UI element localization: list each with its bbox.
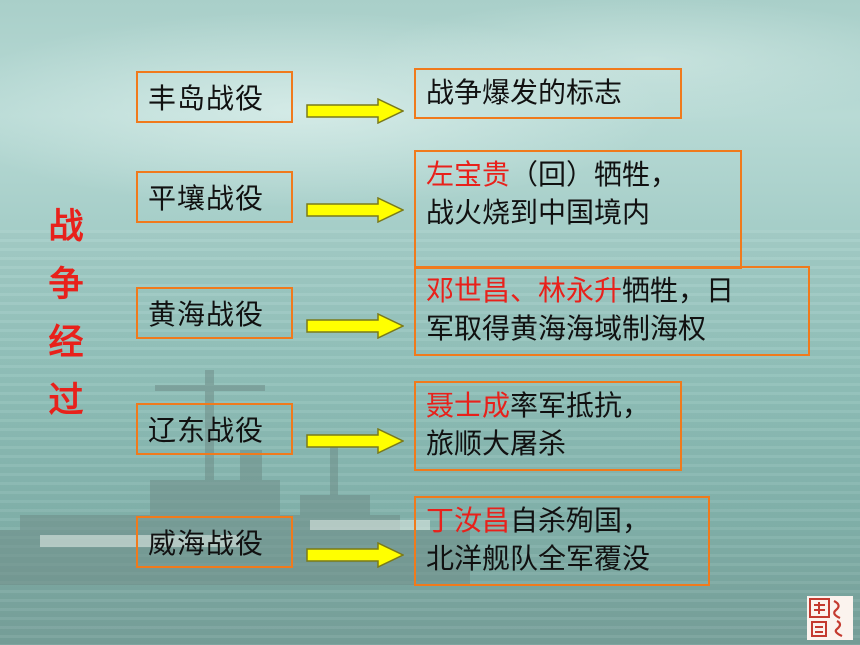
result-line-1: 聂士成率军抵抗，: [426, 387, 670, 425]
vertical-title: 战 争 经 过: [38, 198, 94, 430]
title-char-4: 过: [48, 381, 84, 421]
battle-name: 黄海战役: [148, 298, 265, 331]
arrow-right-icon: [306, 313, 404, 339]
result-text: 率军抵抗，: [510, 389, 651, 422]
result-box-yellow-sea: 邓世昌、林永升牺牲，日 军取得黄海海域制海权: [414, 266, 810, 356]
result-box-liaodong: 聂士成率军抵抗， 旅顺大屠杀: [414, 381, 682, 471]
result-line-1: 丁汝昌自杀殉国，: [426, 502, 698, 540]
battle-name: 威海战役: [148, 527, 265, 560]
battle-box-pyongyang: 平壤战役: [136, 171, 293, 223]
battle-name: 丰岛战役: [148, 82, 265, 115]
highlight-name: 邓世昌、林永升: [426, 274, 623, 307]
battle-box-liaodong: 辽东战役: [136, 403, 293, 455]
battle-box-weihaiwei: 威海战役: [136, 516, 293, 568]
result-box-pungdo: 战争爆发的标志: [414, 68, 682, 119]
battle-name: 平壤战役: [148, 182, 265, 215]
result-line-1: 邓世昌、林永升牺牲，日: [426, 272, 798, 310]
result-text: （回）牺牲，: [510, 158, 679, 191]
result-line-1: 战争爆发的标志: [426, 74, 670, 112]
battle-box-pungdo: 丰岛战役: [136, 71, 293, 123]
result-text: 战争爆发的标志: [426, 76, 623, 109]
arrow-right-icon: [306, 98, 404, 124]
title-char-3: 经: [48, 323, 84, 363]
result-text: 自杀殉国，: [510, 504, 651, 537]
result-box-weihaiwei: 丁汝昌自杀殉国， 北洋舰队全军覆没: [414, 496, 710, 586]
battle-name: 辽东战役: [148, 414, 265, 447]
arrow-right-icon: [306, 542, 404, 568]
title-char-1: 战: [48, 207, 84, 247]
highlight-name: 丁汝昌: [426, 504, 511, 537]
title-char-2: 争: [48, 265, 84, 305]
result-line-2: 军取得黄海海域制海权: [426, 312, 707, 345]
result-text: 牺牲，日: [622, 274, 735, 307]
result-line-2: 北洋舰队全军覆没: [426, 542, 651, 575]
arrow-right-icon: [306, 197, 404, 223]
result-line-2: 战火烧到中国境内: [426, 196, 651, 229]
battle-box-yellow-sea: 黄海战役: [136, 287, 293, 339]
highlight-name: 左宝贵: [426, 158, 511, 191]
result-box-pyongyang: 左宝贵（回）牺牲， 战火烧到中国境内: [414, 150, 742, 269]
result-line-1: 左宝贵（回）牺牲，: [426, 156, 730, 194]
stamp-logo-icon: [807, 596, 853, 640]
highlight-name: 聂士成: [426, 389, 511, 422]
result-line-2: 旅顺大屠杀: [426, 427, 567, 460]
arrow-right-icon: [306, 428, 404, 454]
